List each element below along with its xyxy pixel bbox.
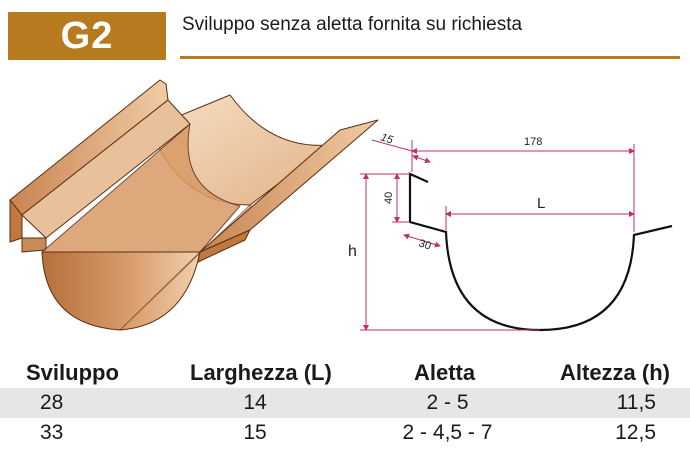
col-header-larghezza: Larghezza (L) <box>190 360 332 385</box>
dim-slope-label: 30 <box>417 237 432 252</box>
cell-sviluppo: 28 <box>40 391 64 414</box>
table-row: 28 14 2 - 5 11,5 <box>0 388 690 418</box>
cell-aletta: 2 - 5 <box>426 391 469 414</box>
table-header: Sviluppo Larghezza (L) Aletta Altezza (h… <box>0 358 690 388</box>
cell-sviluppo: 33 <box>40 421 64 444</box>
cell-altezza: 11,5 <box>616 391 656 414</box>
cell-aletta: 2 - 4,5 - 7 <box>402 421 493 444</box>
profile-cross-section: 15 178 L 40 30 h <box>348 131 673 332</box>
cell-larghezza: 14 <box>243 391 267 414</box>
dim-small-height-label: 40 <box>383 192 395 204</box>
gutter-illustration: 15 178 L 40 30 h <box>9 79 673 332</box>
dim-flap-label: 15 <box>379 131 395 146</box>
col-header-altezza: Altezza (h) <box>560 360 670 385</box>
cell-larghezza: 15 <box>243 421 267 444</box>
page-subtitle: Sviluppo senza aletta fornita su richies… <box>182 14 523 35</box>
cell-altezza: 12,5 <box>615 421 656 444</box>
spec-table: Sviluppo Larghezza (L) Aletta Altezza (h… <box>0 358 690 448</box>
col-header-aletta: Aletta <box>414 360 476 385</box>
dim-h-label: h <box>348 243 357 260</box>
product-code-badge: G2 <box>8 12 166 60</box>
col-header-sviluppo: Sviluppo <box>26 360 119 385</box>
table-row: 33 15 2 - 4,5 - 7 12,5 <box>0 418 690 448</box>
dim-total-width-label: 178 <box>524 136 542 148</box>
header-rule <box>180 56 680 59</box>
dim-L-label: L <box>537 195 545 212</box>
gutter-3d-drawing <box>9 79 379 331</box>
product-code: G2 <box>60 14 114 57</box>
